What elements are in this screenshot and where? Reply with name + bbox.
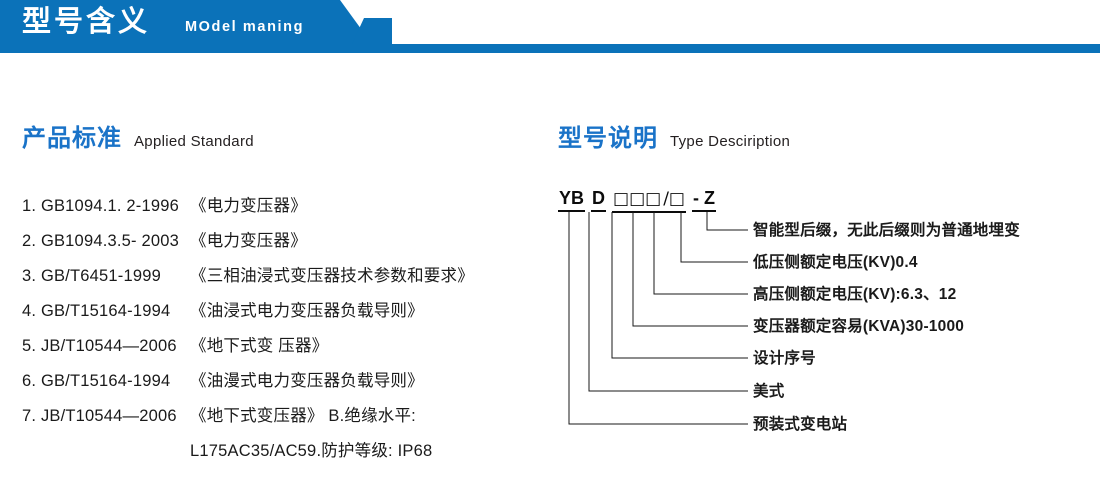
type-title-cn: 型号说明 bbox=[558, 125, 658, 152]
list-item: 7. JB/T10544—2006 《地下式变压器》 B.绝缘水平: bbox=[22, 399, 542, 434]
type-title-en: Type Desciription bbox=[670, 133, 791, 150]
list-item: 3. GB/T6451-1999 《三相油浸式变压器技术参数和要求》 bbox=[22, 259, 542, 294]
leader-label-prefab-substation: 预装式变电站 bbox=[753, 416, 848, 433]
standard-desc: 《地下式变 压器》 bbox=[190, 337, 329, 355]
standard-title-cn: 产品标准 bbox=[22, 125, 122, 152]
header-banner-notch bbox=[352, 18, 392, 44]
list-item: 2. GB1094.3.5- 2003 《电力变压器》 bbox=[22, 224, 542, 259]
header-title-cn: 型号含义 bbox=[22, 6, 151, 38]
standard-desc: 《地下式变压器》 B.绝缘水平: bbox=[190, 407, 416, 425]
list-item: 4. GB/T15164-1994 《油浸式电力变压器负载导则》 bbox=[22, 294, 542, 329]
standard-code: 3. GB/T6451-1999 bbox=[22, 267, 161, 285]
standard-desc: 《三相油浸式变压器技术参数和要求》 bbox=[190, 267, 474, 285]
standard-desc: 《油浸式电力变压器负载导则》 bbox=[190, 302, 424, 320]
list-item-continuation: L175AC35/AC59.防护等级: IP68 bbox=[22, 434, 542, 469]
standard-code: 7. JB/T10544—2006 bbox=[22, 407, 177, 425]
leader-label-lv-voltage: 低压侧额定电压(KV)0.4 bbox=[753, 254, 918, 271]
leader-label-design-serial: 设计序号 bbox=[753, 350, 816, 367]
list-item: 1. GB1094.1. 2-1996 《电力变压器》 bbox=[22, 189, 542, 224]
code-segment-lv: /□ bbox=[662, 187, 686, 213]
code-segment-capacity: □□□ bbox=[612, 187, 663, 213]
standard-code: 6. GB/T15164-1994 bbox=[22, 372, 171, 390]
standard-section-title: 产品标准 Applied Standard bbox=[22, 118, 254, 153]
leader-label-smart-suffix: 智能型后缀，无此后缀则为普通地埋变 bbox=[753, 222, 1020, 239]
leader-label-american-style: 美式 bbox=[753, 383, 785, 400]
standard-code: 5. JB/T10544—2006 bbox=[22, 337, 177, 355]
header-banner-shape bbox=[0, 0, 372, 44]
standard-desc: 《电力变压器》 bbox=[190, 197, 307, 215]
header-underline-bar bbox=[0, 44, 1100, 53]
header-title-en: MOdel maning bbox=[185, 19, 305, 35]
standard-desc: 《油漫式电力变压器负载导则》 bbox=[190, 372, 424, 390]
standard-list: 1. GB1094.1. 2-1996 《电力变压器》 2. GB1094.3.5… bbox=[22, 189, 542, 469]
leader-label-capacity: 变压器额定容易(KVA)30-1000 bbox=[753, 318, 965, 335]
type-section-title: 型号说明 Type Desciription bbox=[558, 118, 790, 153]
code-segment-yb: YB bbox=[558, 186, 586, 212]
standard-title-en: Applied Standard bbox=[134, 133, 254, 150]
page-header: 型号含义 MOdel maning bbox=[0, 0, 1100, 53]
leader-label-hv-voltage: 高压侧额定电压(KV):6.3、12 bbox=[753, 286, 957, 303]
standard-desc: 《电力变压器》 bbox=[190, 232, 307, 250]
list-item: 5. JB/T10544—2006 《地下式变 压器》 bbox=[22, 329, 542, 364]
code-segment-d: D bbox=[591, 186, 607, 212]
standard-code: 2. GB1094.3.5- 2003 bbox=[22, 232, 179, 250]
standard-code: 1. GB1094.1. 2-1996 bbox=[22, 197, 179, 215]
standard-desc: L175AC35/AC59.防护等级: IP68 bbox=[190, 442, 433, 460]
code-segment-suffix: - Z bbox=[692, 186, 716, 212]
standard-code: 4. GB/T15164-1994 bbox=[22, 302, 171, 320]
list-item: 6. GB/T15164-1994 《油漫式电力变压器负载导则》 bbox=[22, 364, 542, 399]
leader-lines bbox=[568, 212, 748, 425]
